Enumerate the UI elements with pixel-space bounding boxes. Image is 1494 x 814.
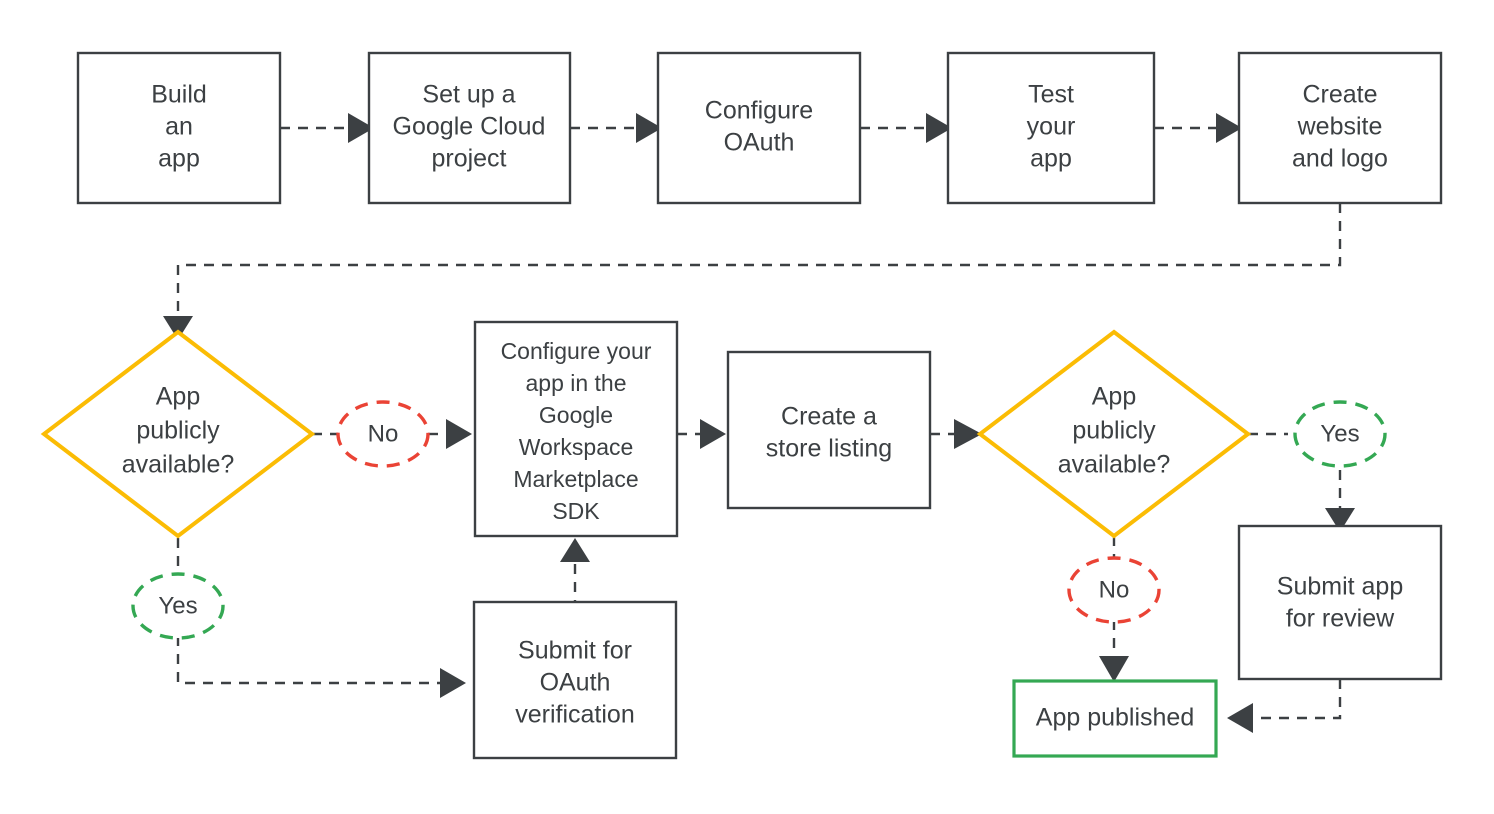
node-app-published-line-0: App published (1036, 704, 1194, 732)
node-submit-oauth-line-0: Submit for (518, 637, 632, 665)
node-configure-sdk-line-3: Workspace (519, 434, 634, 460)
arrowhead-icon (1325, 508, 1355, 532)
node-decision-right-line-1: publicly (1072, 417, 1156, 445)
node-website-logo-line-1: website (1297, 113, 1383, 141)
node-website-logo-line-0: Create (1302, 81, 1377, 109)
node-decision-left[interactable]: App publicly available? (40, 329, 316, 539)
node-decision-left-line-2: available? (122, 451, 235, 479)
arrowhead-icon (348, 113, 374, 143)
edge-test-app-to-website-logo (1154, 113, 1242, 143)
arrowhead-icon (440, 668, 466, 698)
node-website-logo[interactable]: Create website and logo (1237, 51, 1443, 205)
node-configure-sdk-line-4: Marketplace (513, 466, 638, 492)
edge-label-left-no-text: No (368, 420, 399, 447)
edge-website-logo-to-decision-left (163, 203, 1342, 340)
node-submit-review[interactable]: Submit app for review (1237, 524, 1443, 681)
node-build-app-line-0: Build (151, 81, 207, 109)
node-gcp-project-line-1: Google Cloud (393, 113, 546, 141)
node-submit-oauth-line-2: verification (515, 701, 635, 729)
edge-store-listing-to-decision-right (930, 419, 982, 449)
edge-decision-right-no-to-app-published (1099, 536, 1129, 682)
arrowhead-icon (560, 538, 590, 562)
node-configure-sdk-line-2: Google (539, 402, 613, 428)
node-app-published[interactable]: App published (1012, 679, 1218, 758)
node-test-app-line-1: your (1027, 113, 1076, 141)
edge-label-right-yes[interactable]: Yes (1293, 400, 1387, 468)
node-build-app[interactable]: Build an app (76, 51, 282, 205)
node-store-listing-line-0: Create a (781, 403, 877, 431)
node-store-listing-line-1: store listing (766, 435, 892, 463)
arrowhead-icon (954, 419, 982, 449)
node-submit-oauth[interactable]: Submit for OAuth verification (472, 600, 678, 760)
edge-label-left-yes[interactable]: Yes (131, 572, 225, 640)
edge-label-left-yes-text: Yes (158, 592, 197, 619)
edge-configure-oauth-to-test-app (860, 113, 952, 143)
node-configure-oauth-line-1: OAuth (724, 129, 795, 157)
edge-submit-oauth-to-configure-sdk (560, 538, 590, 628)
node-configure-sdk-line-1: app in the (525, 370, 626, 396)
edge-decision-right-yes-to-submit-review (1248, 432, 1355, 532)
arrowhead-icon (1227, 703, 1253, 733)
edge-decision-left-yes-to-submit-oauth (176, 538, 466, 698)
node-build-app-line-1: an (165, 113, 193, 141)
edge-label-layer: No Yes Yes No (131, 400, 1387, 640)
arrowhead-icon (1216, 113, 1242, 143)
edge-configure-sdk-to-store-listing (677, 419, 726, 449)
node-configure-sdk[interactable]: Configure your app in the Google Workspa… (473, 320, 679, 538)
node-gcp-project[interactable]: Set up a Google Cloud project (367, 51, 572, 205)
node-gcp-project-line-0: Set up a (422, 81, 515, 109)
node-configure-sdk-line-5: SDK (552, 498, 600, 524)
edge-submit-review-to-app-published (1227, 679, 1342, 733)
arrowhead-icon (446, 419, 472, 449)
edge-label-right-no-text: No (1099, 576, 1130, 603)
node-decision-right[interactable]: App publicly available? (976, 329, 1252, 539)
arrowhead-icon (1099, 656, 1129, 682)
node-decision-left-line-1: publicly (136, 417, 220, 445)
arrowhead-icon (700, 419, 726, 449)
node-submit-oauth-line-1: OAuth (540, 669, 611, 697)
node-decision-right-line-2: available? (1058, 451, 1171, 479)
node-layer: Build an app Set up a Google Cloud proje… (40, 51, 1443, 760)
edge-label-left-no[interactable]: No (336, 400, 430, 468)
edge-label-right-yes-text: Yes (1320, 420, 1359, 447)
node-configure-oauth[interactable]: Configure OAuth (656, 51, 862, 205)
arrowhead-icon (926, 113, 952, 143)
node-submit-review-line-0: Submit app (1277, 573, 1403, 601)
node-store-listing[interactable]: Create a store listing (726, 350, 932, 510)
node-decision-right-line-0: App (1092, 383, 1136, 411)
node-configure-oauth-line-0: Configure (705, 97, 813, 125)
edge-build-app-to-gcp-project (280, 113, 374, 143)
arrowhead-icon (163, 316, 193, 340)
node-configure-sdk-line-0: Configure your (501, 338, 652, 364)
node-build-app-line-2: app (158, 145, 200, 173)
node-gcp-project-line-2: project (431, 145, 506, 173)
node-test-app[interactable]: Test your app (946, 51, 1156, 205)
arrowhead-icon (636, 113, 662, 143)
edge-layer (163, 113, 1355, 733)
node-test-app-line-2: app (1030, 145, 1072, 173)
node-submit-review-line-1: for review (1286, 605, 1395, 633)
node-test-app-line-0: Test (1028, 81, 1074, 109)
edge-label-right-no[interactable]: No (1067, 556, 1161, 624)
node-website-logo-line-2: and logo (1292, 145, 1388, 173)
edge-decision-left-no-to-configure-sdk (312, 419, 472, 449)
node-decision-left-line-0: App (156, 383, 200, 411)
edge-gcp-project-to-configure-oauth (570, 113, 662, 143)
